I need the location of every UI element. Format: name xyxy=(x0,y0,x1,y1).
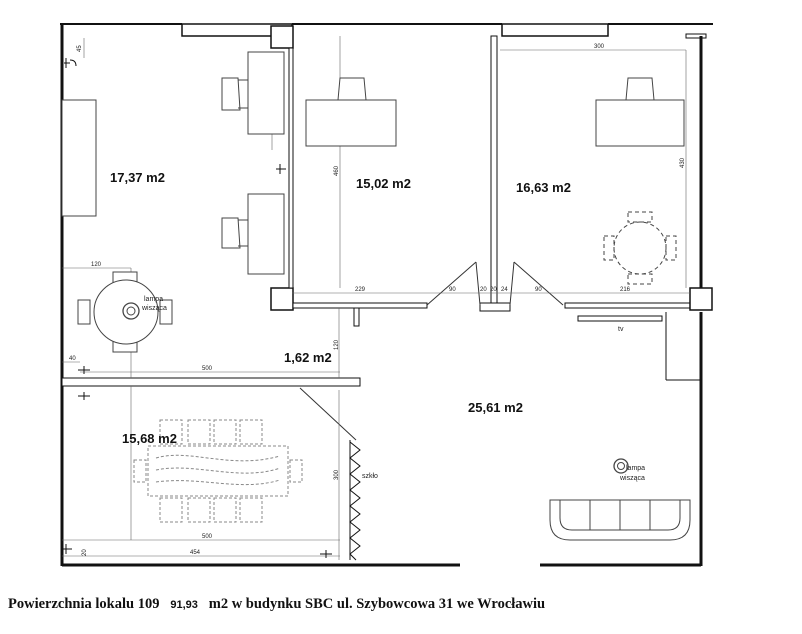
dim-460: 460 xyxy=(334,165,340,176)
outer-walls xyxy=(60,23,713,567)
dimension-texts: 45 205 460 300 430 229 90 20 20 24 90 21… xyxy=(69,44,686,556)
dim-500-a: 500 xyxy=(202,366,213,372)
lamp-label-2b: wisząca xyxy=(619,475,645,482)
round-table-chair-right xyxy=(159,299,173,325)
dim-40: 40 xyxy=(69,356,76,362)
desk-2 xyxy=(247,193,285,275)
dim-430: 430 xyxy=(680,157,686,168)
dim-45: 45 xyxy=(77,45,83,52)
glass-label: szkło xyxy=(362,473,378,480)
chair-1 xyxy=(221,77,241,111)
chair-3 xyxy=(337,77,367,101)
plan-caption: Powierzchnia lokalu 109 91,93 m2 w budyn… xyxy=(8,596,545,613)
fixture-labels: lampa wisząca lampa wisząca tv szkło xyxy=(141,296,645,482)
room-d-area: 15,68 m2 xyxy=(122,431,177,446)
floor-plan: 45 205 460 300 430 229 90 20 20 24 90 21… xyxy=(60,23,713,567)
room-b-area: 15,02 m2 xyxy=(356,176,411,191)
caption-suffix: m2 w budynku SBC ul. Szybowcowa 31 we Wr… xyxy=(208,596,546,612)
furniture-room-c xyxy=(595,77,685,285)
caption-area: 91,93 xyxy=(170,599,198,611)
dim-120-a: 120 xyxy=(91,262,102,268)
socket-icon xyxy=(78,392,90,400)
lamp-label-2a: lampa xyxy=(626,465,645,472)
chair-2 xyxy=(221,217,241,249)
socket-icon xyxy=(276,164,286,174)
desk-3 xyxy=(305,99,397,147)
desk-4 xyxy=(595,99,685,147)
tv-unit xyxy=(577,315,663,322)
dim-300-top: 300 xyxy=(594,44,605,50)
hall-area: 1,62 m2 xyxy=(284,350,332,365)
cabinet xyxy=(61,99,97,217)
socket-icon xyxy=(64,58,77,68)
open-space-area: 25,61 m2 xyxy=(468,400,523,415)
desk-1 xyxy=(247,51,285,135)
socket-icon xyxy=(62,544,72,554)
round-table-chair-left xyxy=(77,299,91,325)
furniture-open-space xyxy=(549,458,691,541)
socket-icon xyxy=(320,550,332,558)
round-table-2 xyxy=(613,221,667,275)
interior-walls xyxy=(61,25,713,387)
room-areas: 17,37 m2 15,02 m2 16,63 m2 1,62 m2 15,68… xyxy=(110,170,571,446)
dim-300-b: 300 xyxy=(334,469,340,480)
socket-markers xyxy=(62,58,332,558)
room-a-area: 17,37 m2 xyxy=(110,170,165,185)
doors xyxy=(299,261,564,441)
socket-icon xyxy=(78,366,90,374)
dim-24: 24 xyxy=(501,287,508,293)
furniture-room-d xyxy=(133,419,303,523)
furniture-room-b xyxy=(305,77,397,147)
dim-20-a: 20 xyxy=(480,287,487,293)
conference-table xyxy=(147,445,289,497)
glass-partition xyxy=(349,440,361,561)
tv-label: tv xyxy=(618,326,624,333)
dim-20-c: 20 xyxy=(82,549,88,556)
lamp-label-1b: wisząca xyxy=(141,305,167,312)
dim-90-a: 90 xyxy=(449,287,456,293)
room-c-area: 16,63 m2 xyxy=(516,180,571,195)
dim-90-b: 90 xyxy=(535,287,542,293)
chair-4 xyxy=(625,77,655,101)
dim-454: 454 xyxy=(190,550,201,556)
lamp-label-1a: lampa xyxy=(144,296,163,303)
caption-prefix: Powierzchnia lokalu 109 xyxy=(8,596,160,612)
dim-20-b: 20 xyxy=(490,287,497,293)
furniture-room-a xyxy=(61,51,285,353)
dim-120-b: 120 xyxy=(334,339,340,350)
dim-229: 229 xyxy=(355,287,366,293)
dim-500-b: 500 xyxy=(202,534,213,540)
dim-216: 216 xyxy=(620,287,631,293)
window-top-middle xyxy=(501,23,609,37)
